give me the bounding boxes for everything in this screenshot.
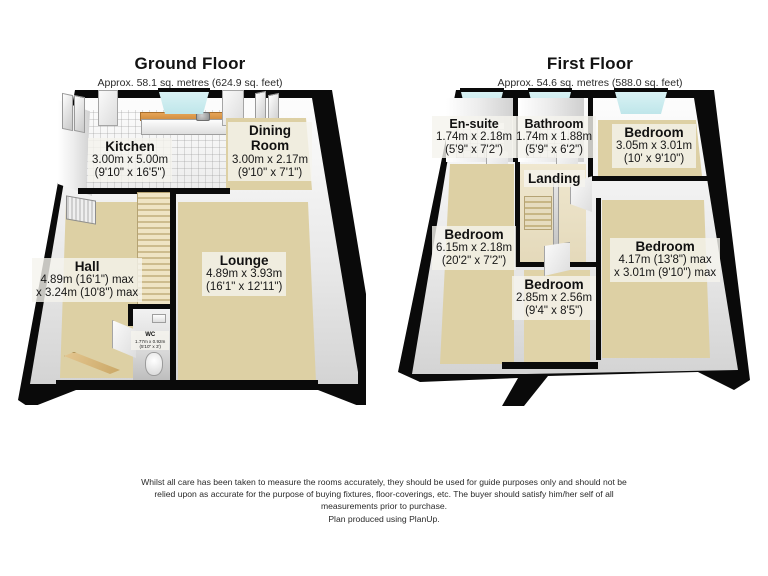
- bedroom-left-name: Bedroom: [444, 227, 504, 242]
- disclaimer-line-4: Plan produced using PlanUp.: [328, 513, 440, 524]
- bedroom-right-dim-m: 4.17m (13'8") max: [618, 254, 712, 267]
- room-label-lounge: Lounge 4.89m x 3.93m (16'1" x 12'11"): [202, 252, 287, 296]
- room-label-ensuite: En-suite 1.74m x 2.18m (5'9" x 7'2"): [432, 116, 517, 159]
- ground-floor-plan: Kitchen 3.00m x 5.00m (9'10" x 16'5") Di…: [0, 80, 384, 410]
- lounge-name: Lounge: [219, 253, 269, 268]
- wc-name: WC: [145, 332, 156, 338]
- ground-front-wall: [56, 380, 318, 388]
- ensuite-window-frame: [460, 88, 504, 93]
- dining-dim-m: 3.00m x 2.17m: [232, 153, 309, 166]
- bathroom-dim-m: 1.74m x 1.88m: [516, 131, 593, 144]
- first-floor-plan: En-suite 1.74m x 2.18m (5'9" x 7'2") Bat…: [384, 80, 768, 410]
- bedroom-left-dim-m: 6.15m x 2.18m: [436, 242, 513, 255]
- bedroom-rear-window-frame: [614, 88, 668, 93]
- bedroom-right-wall-left: [596, 198, 601, 360]
- first-front-wall: [502, 362, 598, 369]
- first-floor-title: First Floor: [546, 54, 634, 73]
- landing-name: Landing: [528, 171, 581, 186]
- room-label-bathroom: Bathroom 1.74m x 1.88m (5'9" x 6'2"): [512, 116, 597, 159]
- bedroom-rear-wall-bottom: [592, 176, 712, 181]
- bedroom-right-name: Bedroom: [635, 239, 695, 254]
- bedroom-left-dim-ft: (20'2" x 7'2"): [441, 255, 507, 268]
- room-label-landing: Landing: [524, 170, 585, 188]
- ground-floor-title: Ground Floor: [134, 54, 246, 73]
- ground-staircase: [137, 192, 173, 306]
- disclaimer: Whilst all care has been taken to measur…: [0, 476, 768, 525]
- bathroom-dim-ft: (5'9" x 6'2"): [525, 144, 584, 157]
- disclaimer-line-3: measurements prior to purchase.: [320, 501, 448, 512]
- disclaimer-line-2: relied upon as accurate for the purpose …: [154, 489, 614, 500]
- wc-dim-ft: (5'10" x 3'): [139, 344, 161, 350]
- dining-name-line2: Room: [250, 138, 290, 154]
- kitchen-door-a[interactable]: [62, 92, 73, 132]
- bedroom-mid-name: Bedroom: [524, 277, 584, 292]
- bathroom-name: Bathroom: [524, 117, 584, 131]
- ensuite-name: En-suite: [449, 117, 499, 131]
- room-label-dining-room: Dining Room 3.00m x 2.17m (9'10" x 7'1"): [228, 122, 313, 181]
- room-label-bedroom-rear: Bedroom 3.05m x 3.01m (10' x 9'10"): [612, 124, 697, 168]
- room-label-hall: Hall 4.89m (16'1") max x 3.24m (10'8") m…: [32, 258, 143, 302]
- bedroom-rear-window: [615, 92, 667, 114]
- ground-floor-heading: Ground Floor Approx. 58.1 sq. metres (62…: [40, 54, 340, 89]
- hall-dim-m: 4.89m (16'1") max: [40, 274, 134, 287]
- room-label-bedroom-left: Bedroom 6.15m x 2.18m (20'2" x 7'2"): [432, 226, 517, 270]
- landing-wall-left: [515, 162, 520, 266]
- first-staircase: [524, 196, 552, 230]
- kitchen-dim-m: 3.00m x 5.00m: [92, 154, 169, 167]
- ground-floor-area: Approx. 58.1 sq. metres (624.9 sq. feet): [97, 77, 283, 89]
- bedroom-mid-dim-m: 2.85m x 2.56m: [516, 292, 593, 305]
- dining-name-line1: Dining: [249, 123, 292, 138]
- lounge-dim-m: 4.89m x 3.93m: [206, 268, 283, 281]
- hall-dim-ft: x 3.24m (10'8") max: [36, 287, 139, 300]
- bedroom-right-dim-ft: x 3.01m (9'10") max: [614, 267, 717, 280]
- wc-dim-m: 1.77m x 0.92m: [135, 338, 166, 344]
- bedroom-rear-dim-ft: (10' x 9'10"): [623, 153, 685, 166]
- lounge-wall-left: [170, 192, 176, 384]
- dining-dim-ft: (9'10" x 7'1"): [237, 166, 303, 179]
- kitchen-window-frame: [158, 88, 210, 93]
- wc-wall-top: [128, 304, 170, 309]
- bedroom-rear-name: Bedroom: [624, 125, 684, 140]
- bedroom-rear-dim-m: 3.05m x 3.01m: [616, 140, 693, 153]
- room-label-wc: WC 1.77m x 0.92m (5'10" x 3'): [131, 331, 170, 351]
- hall-name: Hall: [74, 259, 100, 274]
- bedroom-mid-dim-ft: (9'4" x 8'5"): [525, 305, 584, 318]
- room-label-bedroom-mid: Bedroom 2.85m x 2.56m (9'4" x 8'5"): [512, 276, 597, 320]
- room-label-bedroom-right: Bedroom 4.17m (13'8") max x 3.01m (9'10"…: [610, 238, 721, 282]
- kitchen-door-c[interactable]: [98, 90, 118, 126]
- ensuite-dim-m: 1.74m x 2.18m: [436, 131, 513, 144]
- lounge-dim-ft: (16'1" x 12'11"): [206, 281, 283, 294]
- wc-toilet: [145, 352, 163, 376]
- wc-wall-left: [128, 304, 133, 326]
- kitchen-dim-ft: (9'10" x 16'5"): [94, 167, 166, 180]
- bathroom-window-frame: [528, 88, 572, 93]
- room-label-kitchen: Kitchen 3.00m x 5.00m (9'10" x 16'5"): [88, 138, 173, 182]
- first-floor-heading: First Floor Approx. 54.6 sq. metres (588…: [440, 54, 740, 89]
- hall-radiator: [66, 195, 96, 225]
- wc-basin: [152, 314, 166, 323]
- kitchen-door-b[interactable]: [74, 94, 85, 134]
- kitchen-name: Kitchen: [105, 139, 155, 154]
- disclaimer-line-1: Whilst all care has been taken to measur…: [141, 477, 627, 487]
- kitchen-hall-divider: [78, 188, 230, 194]
- first-floor-area: Approx. 54.6 sq. metres (588.0 sq. feet): [497, 77, 683, 89]
- ensuite-dim-ft: (5'9" x 7'2"): [445, 144, 504, 157]
- kitchen-base-units: [141, 119, 227, 135]
- kitchen-window: [159, 92, 209, 114]
